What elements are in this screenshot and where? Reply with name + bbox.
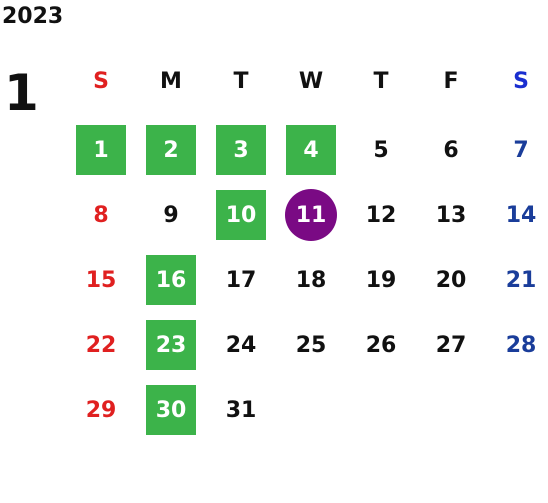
- day-number: 20: [435, 267, 467, 293]
- day-cell[interactable]: 10: [216, 190, 266, 240]
- day-number: 5: [373, 137, 389, 163]
- day-number: 27: [435, 332, 467, 358]
- day-number: 16: [155, 267, 187, 293]
- day-cell[interactable]: 27: [426, 320, 476, 370]
- day-cell[interactable]: 23: [146, 320, 196, 370]
- day-number: 31: [225, 397, 257, 423]
- day-number: 9: [163, 202, 179, 228]
- day-number: 18: [295, 267, 327, 293]
- day-cell[interactable]: 6: [426, 125, 476, 175]
- day-cell[interactable]: 20: [426, 255, 476, 305]
- month-label: 1: [4, 64, 39, 122]
- day-cell[interactable]: 1: [76, 125, 126, 175]
- day-number: 11: [295, 202, 327, 228]
- weekday-header: T: [233, 68, 249, 94]
- day-cell[interactable]: 29: [76, 385, 126, 435]
- day-cell[interactable]: 3: [216, 125, 266, 175]
- day-cell[interactable]: 15: [76, 255, 126, 305]
- day-number: 26: [365, 332, 397, 358]
- weekday-header: T: [373, 68, 389, 94]
- day-number: 21: [505, 267, 537, 293]
- day-cell[interactable]: 9: [146, 190, 196, 240]
- day-number: 1: [93, 137, 109, 163]
- day-number: 19: [365, 267, 397, 293]
- day-number: 28: [505, 332, 537, 358]
- year-label: 2023: [2, 4, 64, 29]
- day-cell[interactable]: 5: [356, 125, 406, 175]
- day-number: 25: [295, 332, 327, 358]
- weekday-header: S: [93, 68, 109, 94]
- day-cell[interactable]: 22: [76, 320, 126, 370]
- day-cell[interactable]: 18: [286, 255, 336, 305]
- day-cell[interactable]: 25: [286, 320, 336, 370]
- day-cell[interactable]: 30: [146, 385, 196, 435]
- weekday-header: S: [513, 68, 529, 94]
- day-number: 15: [85, 267, 117, 293]
- weekday-header: W: [298, 68, 324, 94]
- day-cell[interactable]: 2: [146, 125, 196, 175]
- day-cell[interactable]: 7: [496, 125, 546, 175]
- day-number: 6: [443, 137, 459, 163]
- day-number: 10: [225, 202, 257, 228]
- day-cell[interactable]: 12: [356, 190, 406, 240]
- day-cell[interactable]: 28: [496, 320, 546, 370]
- day-number: 8: [93, 202, 109, 228]
- day-cell[interactable]: 17: [216, 255, 266, 305]
- day-cell[interactable]: 31: [216, 385, 266, 435]
- day-number: 7: [513, 137, 529, 163]
- day-cell-today[interactable]: 11: [285, 189, 337, 241]
- day-number: 24: [225, 332, 257, 358]
- day-number: 13: [435, 202, 467, 228]
- day-number: 29: [85, 397, 117, 423]
- weekday-header: M: [160, 68, 182, 94]
- day-cell[interactable]: 26: [356, 320, 406, 370]
- day-cell[interactable]: 14: [496, 190, 546, 240]
- day-number: 12: [365, 202, 397, 228]
- day-number: 30: [155, 397, 187, 423]
- day-number: 2: [163, 137, 179, 163]
- weekday-header: F: [443, 68, 459, 94]
- day-cell[interactable]: 21: [496, 255, 546, 305]
- day-number: 17: [225, 267, 257, 293]
- day-cell[interactable]: 24: [216, 320, 266, 370]
- day-cell[interactable]: 8: [76, 190, 126, 240]
- day-number: 4: [303, 137, 319, 163]
- day-cell[interactable]: 13: [426, 190, 476, 240]
- day-cell[interactable]: 4: [286, 125, 336, 175]
- day-cell[interactable]: 16: [146, 255, 196, 305]
- day-number: 3: [233, 137, 249, 163]
- day-number: 23: [155, 332, 187, 358]
- day-number: 14: [505, 202, 537, 228]
- day-cell[interactable]: 19: [356, 255, 406, 305]
- day-number: 22: [85, 332, 117, 358]
